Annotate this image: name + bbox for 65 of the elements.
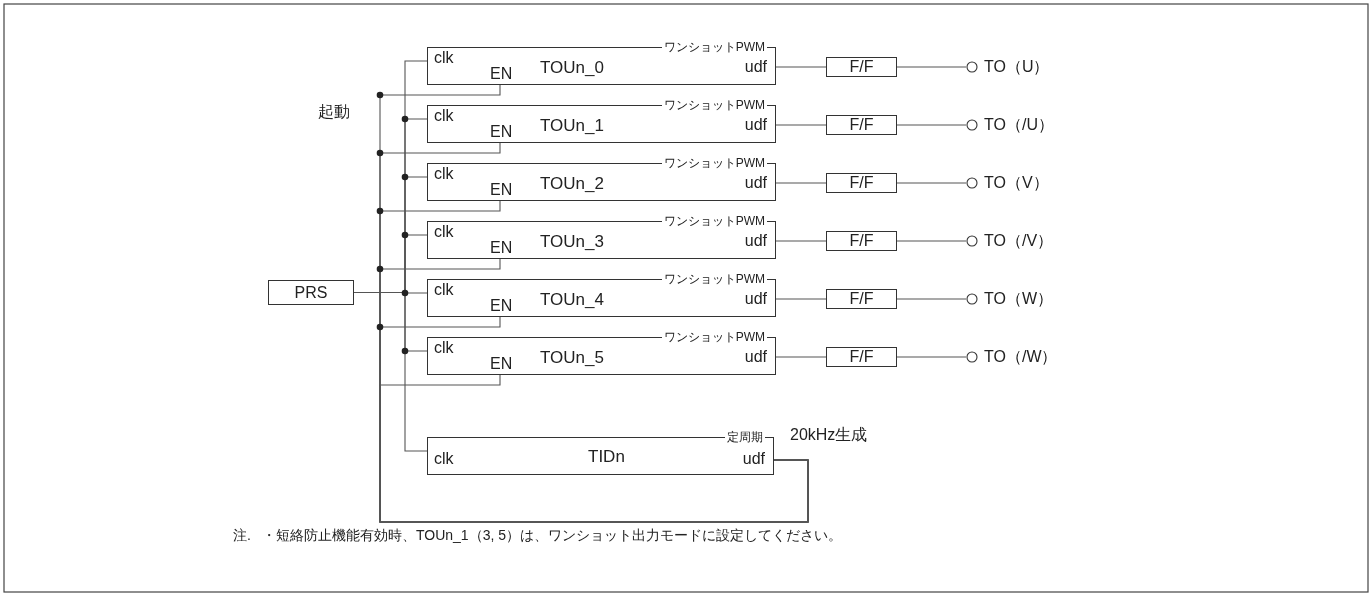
note-label: ・短絡防止機能有効時、TOUn_1（3, 5）は、ワンショット出力モードに設定してください。	[262, 528, 842, 542]
note-label: 注.	[233, 528, 251, 542]
pin-label: clk	[434, 340, 454, 356]
block-name: TOUn_0	[540, 59, 604, 76]
connector-line	[896, 124, 967, 126]
mode-label: ワンショットPWM	[661, 157, 767, 169]
block-name: TOUn_5	[540, 349, 604, 366]
block-name: TOUn_1	[540, 117, 604, 134]
block-name: TOUn_2	[540, 175, 604, 192]
flip-flop-box: F/F	[826, 347, 897, 367]
pin-label: EN	[490, 182, 513, 198]
terminal-label: TO（U）	[984, 59, 1050, 75]
mode-label: ワンショットPWM	[661, 41, 767, 53]
connector-line	[896, 182, 967, 184]
pin-label: clk	[434, 224, 454, 240]
connector-line	[775, 298, 827, 300]
terminal-label: TO（/W）	[984, 349, 1058, 365]
pin-label: udf	[742, 451, 765, 467]
connector-line	[775, 356, 827, 358]
pin-label: udf	[744, 59, 767, 75]
connector-line	[379, 374, 809, 523]
signal-label: 起動	[318, 104, 350, 120]
connector-line	[353, 291, 428, 452]
mode-label: ワンショットPWM	[661, 215, 767, 227]
source-box: PRS	[268, 280, 354, 305]
mode-label: ワンショットPWM	[661, 273, 767, 285]
block-name: TOUn_4	[540, 291, 604, 308]
pin-label: EN	[490, 240, 513, 256]
pin-label: udf	[744, 117, 767, 133]
mode-label: ワンショットPWM	[661, 331, 767, 343]
note-label: 20kHz生成	[790, 427, 868, 443]
flip-flop-box: F/F	[826, 57, 897, 77]
pin-label: udf	[744, 233, 767, 249]
flip-flop-box: F/F	[826, 173, 897, 193]
pin-label: udf	[744, 175, 767, 191]
terminal-label: TO（/U）	[984, 117, 1054, 133]
connector-line	[775, 66, 827, 68]
mode-label: ワンショットPWM	[661, 99, 767, 111]
terminal-label: TO（V）	[984, 175, 1049, 191]
connector-line	[775, 182, 827, 184]
terminal-label: TO（W）	[984, 291, 1054, 307]
flip-flop-box: F/F	[826, 289, 897, 309]
block-name: TIDn	[588, 448, 625, 465]
connector-line	[775, 240, 827, 242]
pin-label: clk	[434, 108, 454, 124]
flip-flop-box: F/F	[826, 231, 897, 251]
pin-label: udf	[744, 291, 767, 307]
flip-flop-box: F/F	[826, 115, 897, 135]
connector-line	[896, 66, 967, 68]
connector-line	[775, 124, 827, 126]
mode-label: 定周期	[725, 431, 765, 443]
pin-label: EN	[490, 124, 513, 140]
pin-label: EN	[490, 356, 513, 372]
block-name: TOUn_3	[540, 233, 604, 250]
connector-line	[896, 240, 967, 242]
connector-line	[896, 298, 967, 300]
pin-label: clk	[434, 451, 454, 467]
pin-label: clk	[434, 166, 454, 182]
terminal-label: TO（/V）	[984, 233, 1054, 249]
pin-label: clk	[434, 282, 454, 298]
pin-label: clk	[434, 50, 454, 66]
pin-label: EN	[490, 298, 513, 314]
connector-line	[896, 356, 967, 358]
pin-label: EN	[490, 66, 513, 82]
pin-label: udf	[744, 349, 767, 365]
